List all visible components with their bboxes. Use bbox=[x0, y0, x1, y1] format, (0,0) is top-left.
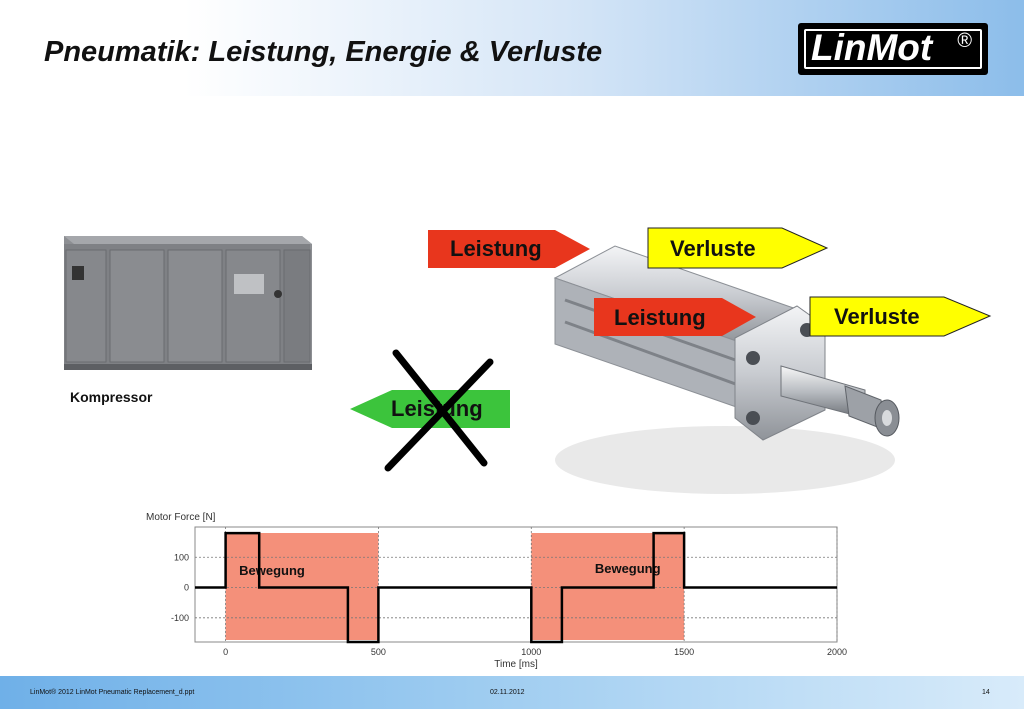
x-tick-label-3: 1500 bbox=[674, 647, 694, 657]
slide-header: Pneumatik: Leistung, Energie & Verluste … bbox=[0, 0, 1024, 96]
x-tick-label-0: 0 bbox=[223, 647, 228, 657]
x-tick-label-4: 2000 bbox=[827, 647, 847, 657]
arrow-label-losses-mid: Verluste bbox=[834, 304, 920, 329]
y-tick-label-2: -100 bbox=[171, 613, 189, 623]
arrow-label-power-mid: Leistung bbox=[614, 305, 706, 330]
compressor-image bbox=[64, 236, 312, 370]
linmot-logo: LinMot ® bbox=[798, 23, 988, 75]
chart-x-label: Time [ms] bbox=[494, 659, 538, 670]
x-tick-label-1: 500 bbox=[371, 647, 386, 657]
y-tick-label-1: 0 bbox=[184, 583, 189, 593]
pneumatic-cylinder-image bbox=[553, 245, 900, 494]
arrow-label-losses-top: Verluste bbox=[670, 236, 756, 261]
footer-file: LinMot® 2012 LinMot Pneumatic Replacemen… bbox=[30, 689, 195, 696]
motor-force-chart: Motor Force [N] Time [ms] Bewegung Bewegu… bbox=[146, 512, 847, 670]
chart-title: Motor Force [N] bbox=[146, 512, 216, 523]
arrow-label-power-top: Leistung bbox=[450, 236, 542, 261]
compressor-caption: Kompressor bbox=[70, 389, 153, 405]
footer-page-number: 14 bbox=[982, 689, 990, 696]
motion-region-label-2: Bewegung bbox=[595, 561, 661, 576]
x-tick-label-2: 1000 bbox=[521, 647, 541, 657]
logo-text: LinMot bbox=[811, 27, 933, 68]
registered-mark: ® bbox=[957, 30, 972, 52]
slide-footer: LinMot® 2012 LinMot Pneumatic Replacemen… bbox=[0, 676, 1024, 709]
slide-title: Pneumatik: Leistung, Energie & Verluste bbox=[44, 36, 603, 68]
arrow-label-power-return: Leistung bbox=[391, 396, 483, 421]
motion-region-label-1: Bewegung bbox=[239, 563, 305, 578]
y-tick-label-0: 100 bbox=[174, 552, 189, 562]
force-series-line-1 bbox=[195, 531, 837, 644]
logo-frame bbox=[804, 29, 982, 69]
footer-date: 02.11.2012 bbox=[490, 689, 525, 696]
